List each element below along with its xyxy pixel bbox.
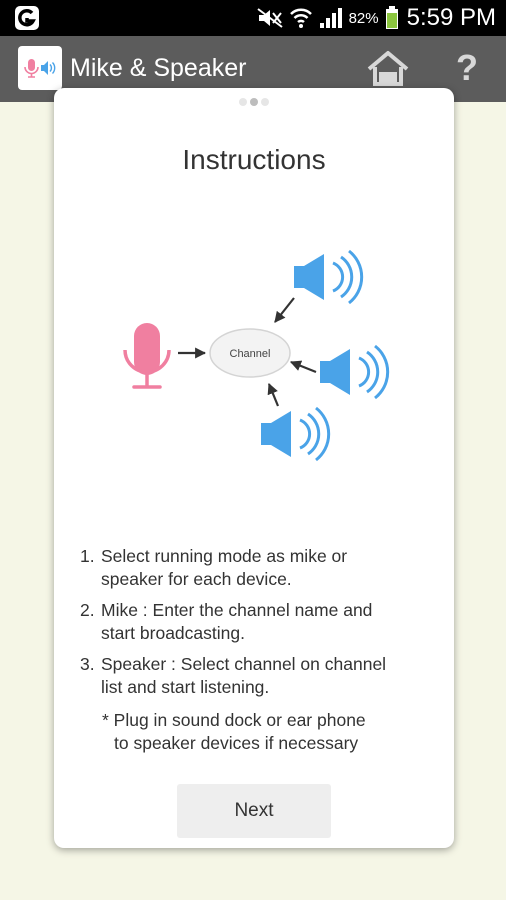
help-icon[interactable]: ?: [456, 47, 478, 88]
speaker-icon: [320, 344, 390, 400]
step-text: Select running mode as mike or: [101, 546, 348, 566]
channel-diagram: Channel: [123, 249, 390, 462]
step-text: speaker for each device.: [101, 569, 292, 589]
app-title: Mike & Speaker: [70, 54, 247, 82]
status-bar: 82% 5:59 PM: [0, 0, 506, 36]
plug-in-note: * Plug in sound dock or ear phone to spe…: [102, 709, 432, 755]
step-text: Mike : Enter the channel name and: [101, 600, 373, 620]
page-dot: [261, 98, 269, 106]
channel-node: [209, 328, 291, 378]
mike-speaker-logo-icon: [24, 59, 56, 78]
step-number: 2.: [80, 600, 95, 620]
step-text: start broadcasting.: [101, 623, 245, 643]
status-time: 5:59 PM: [406, 4, 496, 31]
wifi-icon: [289, 8, 312, 28]
signal-icon: [319, 8, 342, 28]
step-text: Speaker : Select channel on channel: [101, 654, 387, 674]
step-number: 3.: [80, 654, 95, 674]
notification-app-icon: [15, 6, 39, 30]
step-number: 1.: [80, 546, 95, 566]
dialog-title: Instructions: [182, 144, 326, 175]
instruction-step: 3. Speaker : Select channel on channel l…: [80, 653, 440, 699]
step-text: list and start listening.: [101, 677, 270, 697]
instructions-dialog: Instructions Channel: [54, 88, 454, 848]
note-line: * Plug in sound dock or ear phone: [102, 710, 366, 730]
page-indicator: [54, 98, 454, 106]
battery-icon: [385, 6, 398, 29]
channel-label: Channel: [230, 348, 271, 360]
instruction-step: 2. Mike : Enter the channel name and sta…: [80, 599, 440, 645]
mute-icon: [256, 8, 283, 28]
speaker-icon: [294, 249, 364, 305]
speaker-icon: [261, 406, 331, 462]
microphone-icon: [123, 323, 171, 389]
note-line: to speaker devices if necessary: [114, 733, 359, 753]
home-icon[interactable]: [366, 50, 410, 88]
battery-percent: 82%: [348, 9, 379, 27]
page-dot-active: [250, 98, 258, 106]
instruction-step: 1. Select running mode as mike or speake…: [80, 545, 440, 591]
next-button[interactable]: Next: [177, 784, 331, 838]
app-icon[interactable]: [18, 46, 62, 90]
page-dot: [239, 98, 247, 106]
instruction-steps: 1. Select running mode as mike or speake…: [80, 545, 440, 707]
